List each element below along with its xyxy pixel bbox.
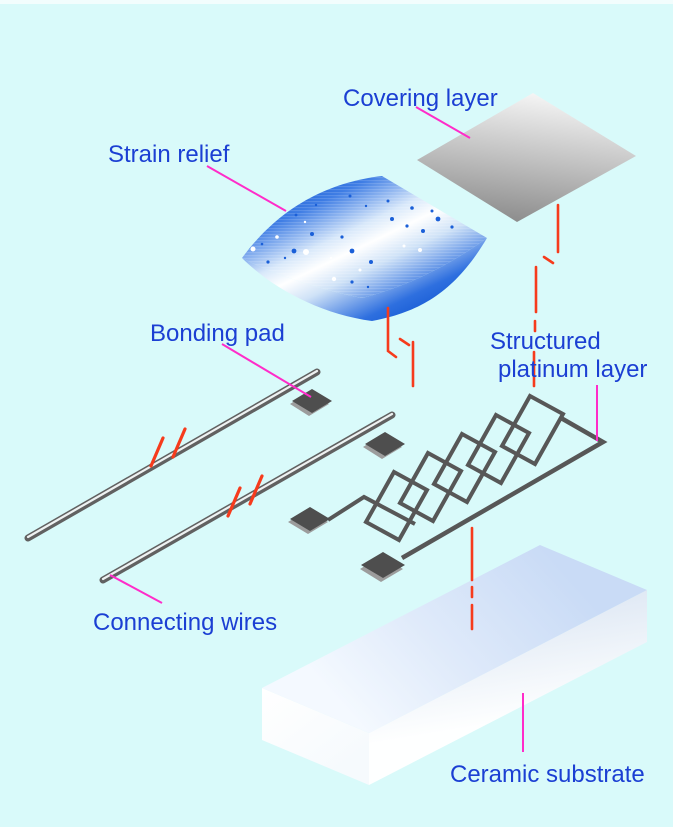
label-structured-platinum-line2: platinum layer: [498, 356, 647, 383]
top-edge-strip: [0, 0, 673, 4]
meander-loop: [499, 393, 566, 467]
bonding-pad-2: [365, 432, 405, 456]
structured-platinum-layer: [288, 389, 608, 582]
platinum-terminal-pad-2: [361, 552, 405, 578]
strain-relief: [242, 176, 487, 321]
label-structured-platinum-line1: Structured: [490, 328, 601, 355]
ceramic-substrate: [262, 545, 647, 785]
label-strain-relief: Strain relief: [108, 141, 230, 168]
leader-lines: [109, 106, 598, 752]
label-covering-layer: Covering layer: [343, 85, 498, 112]
meander-loop: [465, 412, 532, 486]
meander-loop: [397, 450, 464, 524]
substrate-top-face: [262, 545, 647, 733]
bonding-pad-1: [292, 389, 332, 413]
wire-2-break-mark: [226, 486, 242, 518]
axis-strain-relief: [386, 306, 398, 359]
leader-covering-layer: [415, 106, 471, 139]
wire-2-highlight: [101, 412, 394, 581]
wire-1-highlight: [26, 369, 319, 539]
connecting-wires: [24, 368, 396, 584]
platinum-terminal-pad-1: [290, 507, 330, 531]
meander-return-rail: [400, 416, 608, 560]
covering-layer-plate: [417, 93, 636, 222]
axis-covering-layer-dash: [542, 255, 555, 265]
leader-bonding-pad: [221, 343, 312, 398]
meander-loop: [431, 431, 498, 505]
strain-relief-front-face: [242, 238, 487, 321]
wire-break-marks: [149, 427, 264, 518]
substrate-front-face: [369, 590, 647, 785]
substrate-left-face: [262, 688, 369, 785]
leader-strain-relief: [206, 165, 287, 212]
covering-layer: [417, 93, 636, 222]
leader-connecting-wires: [109, 574, 163, 604]
meander-loop: [363, 469, 430, 543]
meander-entry-trace: [326, 494, 416, 526]
wire-2-break-mark: [248, 474, 264, 506]
axis-strain-relief-dash: [398, 337, 411, 347]
wire-1-break-mark: [171, 427, 187, 459]
wire-1-break-mark: [149, 436, 165, 468]
strain-relief-texture: [242, 176, 487, 298]
label-connecting-wires: Connecting wires: [93, 609, 277, 636]
assembly-axes: [386, 203, 560, 631]
label-ceramic-substrate: Ceramic substrate: [450, 761, 645, 788]
label-bonding-pad: Bonding pad: [150, 320, 285, 347]
